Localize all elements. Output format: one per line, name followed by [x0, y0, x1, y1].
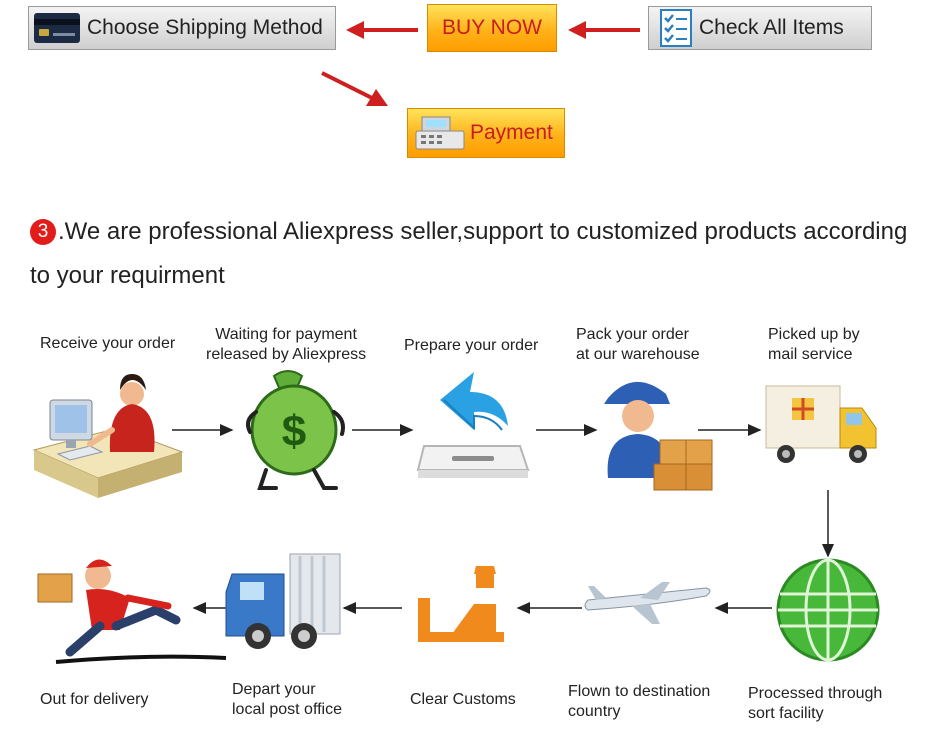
customs-officer-icon [418, 566, 504, 642]
credit-card-icon [34, 13, 80, 43]
payment-label: Payment [470, 121, 553, 144]
step-number-badge: 3 [30, 219, 56, 245]
airplane-icon [584, 582, 711, 624]
purchase-flow-arrows [321, 21, 640, 106]
download-tray-icon [416, 372, 530, 478]
running-courier-icon [37, 559, 227, 664]
payment-button[interactable]: Payment [407, 108, 565, 158]
check-items-label: Check All Items [699, 16, 844, 39]
cash-register-icon [415, 116, 465, 150]
arrow-to-payment [321, 71, 373, 100]
step-label-receive-order: Receive your order [40, 335, 176, 352]
checklist-icon [660, 9, 692, 47]
svg-text:$: $ [282, 407, 306, 456]
step-label-clear-customs: Clear Customs [410, 691, 516, 708]
buy-now-button[interactable]: BUY NOW [427, 4, 557, 52]
globe-icon [776, 558, 880, 662]
note-text-1: .We are professional Aliexpress seller,s… [58, 218, 908, 245]
note-line-1: 3.We are professional Aliexpress seller,… [30, 218, 907, 246]
buy-now-label: BUY NOW [442, 16, 542, 39]
desk-worker-icon [32, 374, 184, 498]
note-line-2: to your requirment [30, 262, 225, 290]
choose-shipping-label: Choose Shipping Method [87, 16, 323, 39]
delivery-truck-icon [765, 385, 877, 463]
arrow-check-to-buy-head [568, 21, 586, 39]
arrow-to-payment-head [366, 89, 388, 106]
post-truck-icon [225, 553, 341, 649]
step-label-prepare-order: Prepare your order [404, 337, 539, 354]
warehouse-worker-icon [604, 381, 713, 491]
money-bag-icon: $ [246, 370, 345, 490]
process-arrows [172, 424, 834, 614]
step-label-out-for-delivery: Out for delivery [40, 691, 149, 708]
note-text-2: to your requirment [30, 262, 225, 289]
choose-shipping-button[interactable]: Choose Shipping Method [28, 6, 336, 50]
arrow-buy-to-shipping-head [346, 21, 364, 39]
check-items-button[interactable]: Check All Items [648, 6, 872, 50]
